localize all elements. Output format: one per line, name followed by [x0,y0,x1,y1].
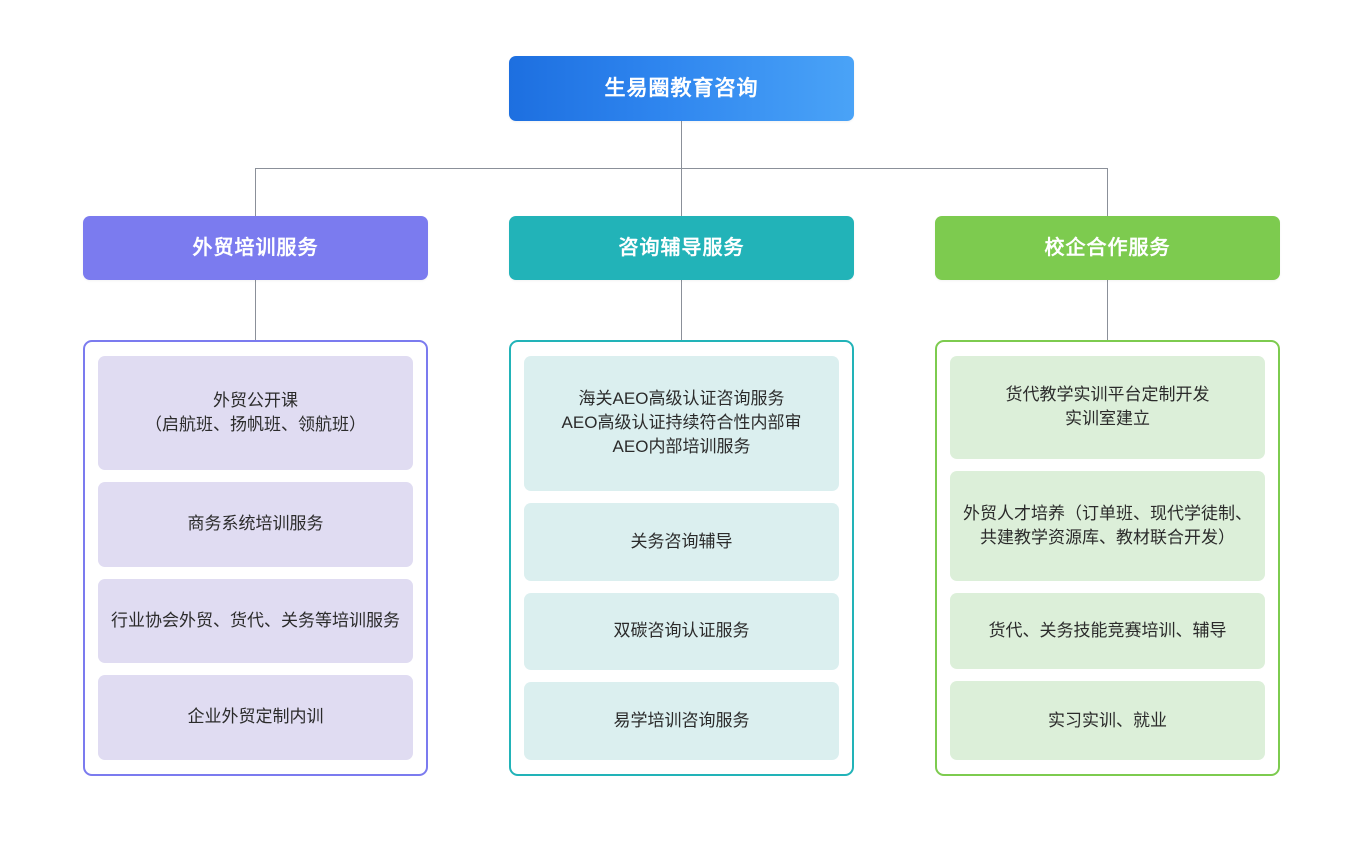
item-card[interactable]: 双碳咨询认证服务 [524,592,839,671]
connector-branch-drop-0 [255,168,256,216]
items-container-foreign-trade-training: 外贸公开课 （启航班、扬帆班、领航班） 商务系统培训服务 行业协会外贸、货代、关… [83,340,428,776]
item-label: 货代、关务技能竞赛培训、辅导 [988,620,1227,640]
item-card[interactable]: 行业协会外贸、货代、关务等培训服务 [98,578,413,664]
branch-header-label: 外贸培训服务 [192,237,319,259]
branch-header-consulting-tutoring[interactable]: 咨询辅导服务 [509,216,854,280]
connector-root-stem [681,121,682,168]
item-card[interactable]: 商务系统培训服务 [98,482,413,567]
item-label: 易学培训咨询服务 [613,711,750,731]
item-card[interactable]: 企业外贸定制内训 [98,675,413,760]
item-card[interactable]: 货代教学实训平台定制开发 实训室建立 [950,356,1265,459]
item-label: 外贸公开课 （启航班、扬帆班、领航班） [145,390,366,435]
item-card[interactable]: 海关AEO高级认证咨询服务 AEO高级认证持续符合性内部审 AEO内部培训服务 [524,356,839,491]
item-label: 行业协会外贸、货代、关务等培训服务 [111,610,400,630]
connector-branch-drop-2 [1107,168,1108,216]
branch-header-school-enterprise[interactable]: 校企合作服务 [935,216,1280,280]
connector-branch-drop-1 [681,168,682,216]
item-card[interactable]: 外贸公开课 （启航班、扬帆班、领航班） [98,356,413,471]
items-container-consulting-tutoring: 海关AEO高级认证咨询服务 AEO高级认证持续符合性内部审 AEO内部培训服务 … [509,340,854,776]
item-card[interactable]: 外贸人才培养（订单班、现代学徒制、共建教学资源库、教材联合开发） [950,470,1265,581]
root-node-label: 生易圈教育咨询 [604,76,759,100]
root-node-education-consulting[interactable]: 生易圈教育咨询 [509,56,854,121]
item-label: 商务系统培训服务 [187,514,324,534]
item-card[interactable]: 关务咨询辅导 [524,502,839,581]
item-card[interactable]: 实习实训、就业 [950,681,1265,760]
item-card[interactable]: 货代、关务技能竞赛培训、辅导 [950,592,1265,670]
item-label: 货代教学实训平台定制开发 实训室建立 [1005,385,1210,429]
item-label: 实习实训、就业 [1048,710,1167,730]
connector-header-to-items-0 [255,280,256,340]
branch-header-foreign-trade-training[interactable]: 外贸培训服务 [83,216,428,280]
items-container-school-enterprise: 货代教学实训平台定制开发 实训室建立 外贸人才培养（订单班、现代学徒制、共建教学… [935,340,1280,776]
branch-header-label: 咨询辅导服务 [618,237,745,259]
branch-header-label: 校企合作服务 [1044,237,1171,259]
item-label: 关务咨询辅导 [630,531,733,551]
item-label: 外贸人才培养（订单班、现代学徒制、共建教学资源库、教材联合开发） [963,503,1252,547]
connector-header-to-items-2 [1107,280,1108,340]
item-card[interactable]: 易学培训咨询服务 [524,682,839,761]
item-label: 海关AEO高级认证咨询服务 AEO高级认证持续符合性内部审 AEO内部培训服务 [561,389,802,457]
item-label: 双碳咨询认证服务 [613,621,750,641]
connector-header-to-items-1 [681,280,682,340]
item-label: 企业外贸定制内训 [187,707,324,727]
